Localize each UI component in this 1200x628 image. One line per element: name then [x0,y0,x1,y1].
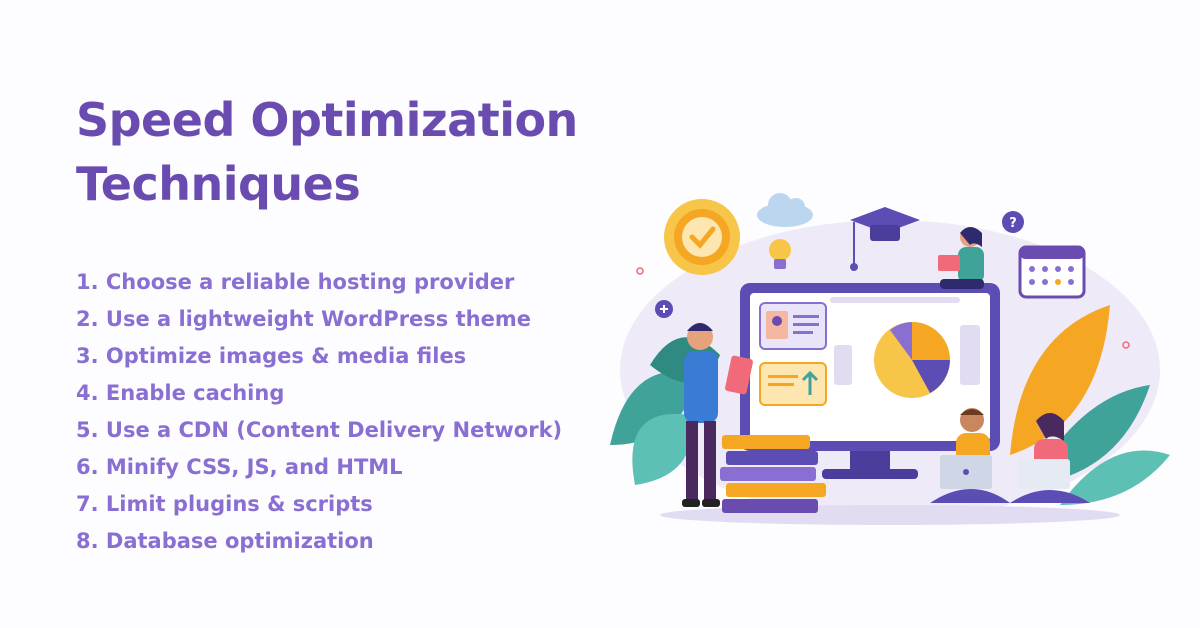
page-title: Speed Optimization Techniques [76,88,676,216]
tip-item-4: 4. Enable caching [76,381,285,405]
books-icon [720,435,826,513]
tip-item-6: 6. Minify CSS, JS, and HTML [76,455,403,479]
lightbulb-icon [769,239,791,269]
tip-item-2: 2. Use a lightweight WordPress theme [76,307,531,331]
sitting-woman-figure [938,227,984,289]
checkmark-badge-icon [664,199,740,275]
pie-chart-icon [874,322,950,398]
tips-list: 1. Choose a reliable hosting provider 2.… [76,264,576,560]
plus-icon [655,300,673,318]
tip-item-7: 7. Limit plugins & scripts [76,492,373,516]
tip-item-8: 8. Database optimization [76,529,374,553]
upload-arrow-icon [759,362,827,406]
graduation-cap-icon [850,207,920,271]
question-bubble-icon: ? [1002,211,1024,233]
tip-item-1: 1. Choose a reliable hosting provider [76,270,515,294]
title-line-1: Speed Optimization [76,93,578,147]
calendar-icon [1018,245,1086,299]
sitting-man-figure [930,408,1010,503]
title-line-2: Techniques [76,157,361,211]
optimization-illustration: ? [610,193,1170,525]
tip-item-3: 3. Optimize images & media files [76,344,467,368]
sitting-woman-2-figure [1010,413,1090,503]
profile-card-icon [759,302,827,350]
cloud-icon [757,193,813,227]
svg-text:?: ? [1009,216,1017,231]
tip-item-5: 5. Use a CDN (Content Delivery Network) [76,418,563,442]
standing-man-figure [682,323,753,507]
